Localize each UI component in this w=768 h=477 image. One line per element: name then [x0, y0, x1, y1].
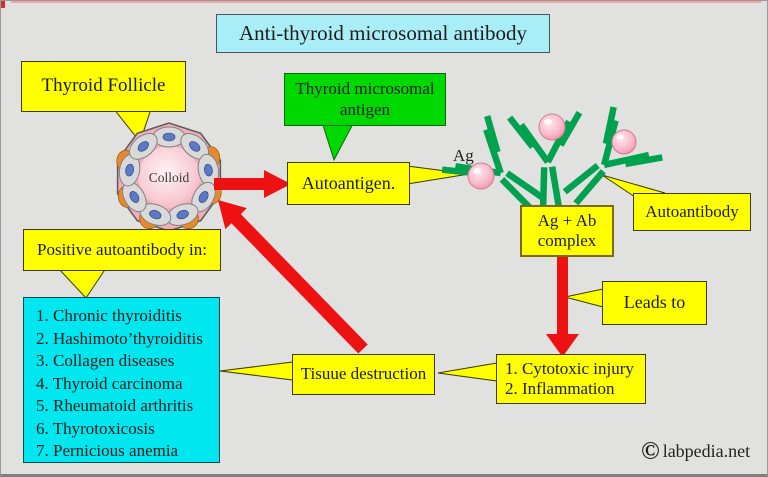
thyroid-follicle-illustration: Colloid: [116, 122, 222, 232]
callout-autoantibody: Autoantibody: [633, 193, 751, 231]
callout-positive-autoantibody-label: Positive autoantibody in:: [37, 239, 207, 259]
callout-positive-autoantibody: Positive autoantibody in:: [23, 229, 221, 271]
tail-cytotoxic: [437, 362, 498, 382]
callout-thyroid-follicle: Thyroid Follicle: [21, 61, 186, 112]
antibody-icon-middle: [507, 111, 583, 210]
diagram-title: Anti-thyroid microsomal antibody: [216, 14, 550, 53]
callout-tails: [56, 108, 666, 382]
copyright: © labpedia.net: [641, 439, 750, 464]
callout-tissue-destruction: Tisuue destruction: [292, 354, 435, 395]
callout-autoantibody-label: Autoantibody: [645, 201, 739, 221]
ag-ab-line2: complex: [537, 231, 597, 250]
microsomal-antigen-line2: antigen: [339, 99, 391, 119]
callout-leads-to-label: Leads to: [623, 292, 686, 313]
arrow-complex-to-injury: [546, 253, 579, 357]
callout-autoantigen-label: Autoantigen.: [301, 172, 396, 193]
list-item: 6. Thyrotoxicosis: [36, 418, 155, 438]
list-item: 2. Hashimoto’thyroiditis: [36, 328, 203, 348]
list-item: 4. Thyroid carcinoma: [36, 373, 183, 393]
antibody-icon-right: [562, 106, 663, 206]
corner-artifact-mark: [1, 1, 5, 8]
arrow-follicle-to-autoantigen: [214, 170, 291, 198]
list-item: 5. Rheumatoid arthritis: [36, 396, 194, 415]
colloid-label: Colloid: [149, 170, 190, 185]
antigen-sphere-right: [611, 129, 637, 155]
tail-positive-in: [56, 267, 107, 299]
tail-leads-to: [564, 288, 604, 308]
list-item: 1. Chronic thyroiditis: [36, 306, 182, 325]
sphere-highlights: [473, 119, 624, 174]
cytotoxic-line1: 1. Cytotoxic injury: [505, 358, 634, 378]
tail-tissue-destruction: [219, 361, 294, 381]
colloid-lumen: [138, 146, 200, 208]
diagram-title-text: Anti-thyroid microsomal antibody: [238, 21, 528, 46]
copyright-site: labpedia.net: [662, 441, 751, 461]
arrow-destruction-to-follicle: [218, 200, 368, 354]
top-artifact-line: [11, 1, 761, 3]
follicle-epithelial-cells: [118, 126, 220, 226]
tail-microsomal-antigen: [321, 121, 355, 162]
red-arrows: [214, 170, 579, 357]
cytotoxic-line2: 2. Inflammation: [505, 379, 615, 398]
cell-nuclei: [125, 132, 213, 220]
ag-ab-line1: Ag + Ab: [537, 210, 597, 230]
ag-label: Ag: [453, 146, 474, 165]
callout-microsomal-antigen: Thyroid microsomal antigen: [284, 73, 446, 126]
antibody-icons: Ag: [441, 106, 663, 212]
antigen-sphere-middle: [538, 113, 566, 141]
callout-tissue-destruction-label: Tisuue destruction: [300, 364, 427, 384]
disease-list: 1. Chronic thyroiditis 2. Hashimoto’thyr…: [23, 297, 220, 463]
microsomal-antigen-line1: Thyroid microsomal: [295, 79, 435, 99]
antigen-sphere-ag: [467, 162, 495, 190]
copyright-icon: ©: [641, 438, 660, 465]
callout-autoantigen: Autoantigen.: [287, 162, 410, 205]
callout-cytotoxic-injury: 1. Cytotoxic injury 2. Inflammation: [496, 354, 646, 404]
callout-leads-to: Leads to: [602, 281, 707, 325]
callout-ag-ab-complex: Ag + Ab complex: [520, 205, 614, 257]
callout-thyroid-follicle-label: Thyroid Follicle: [41, 75, 166, 97]
list-item: 7. Pernicious anemia: [36, 441, 179, 460]
list-item: 3. Collagen diseases: [36, 351, 175, 370]
